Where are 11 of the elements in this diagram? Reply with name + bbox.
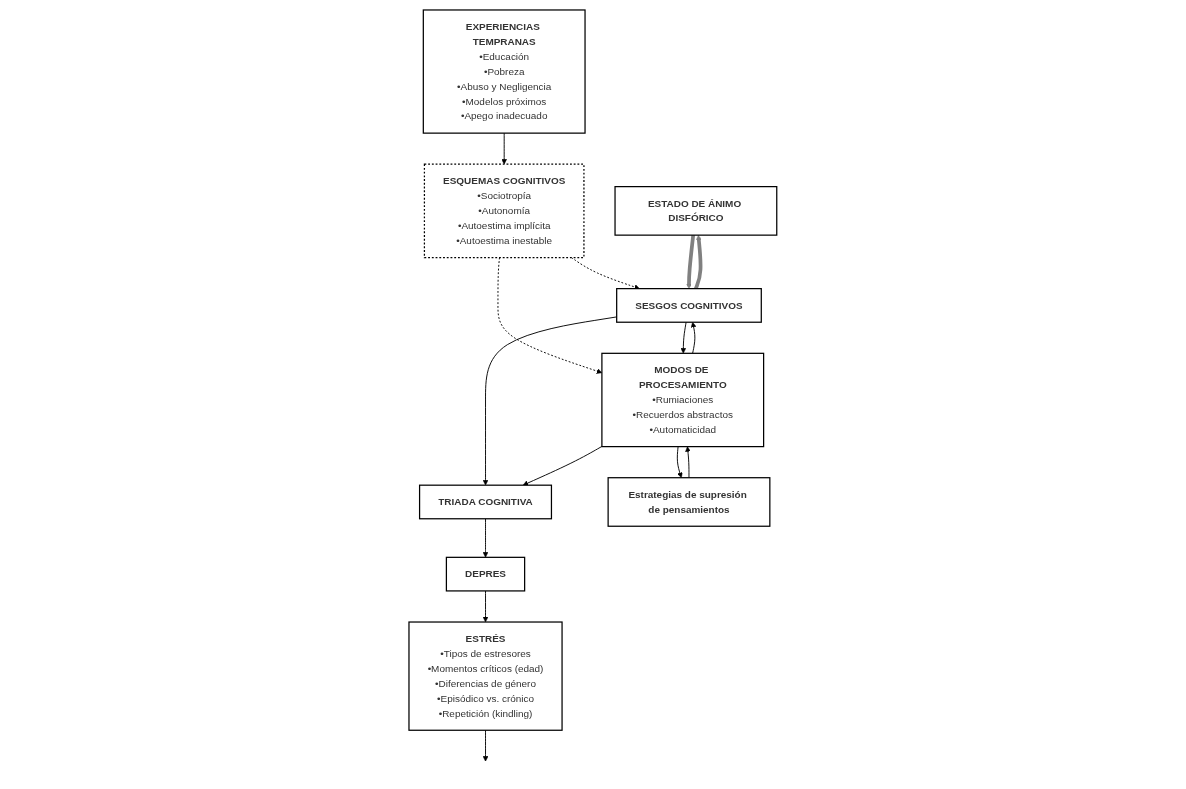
arrow (694, 234, 703, 289)
node-box: EXPERIENCIAS TEMPRANAS •Educación •Pobreza •Abuso y Negligencia •Modelos próximos •Apego inadecuado (422, 8, 586, 134)
node-box: ESQUEMAS COGNITIVOS •Sociotropía •Autonomía •Autoestima implícita •Autoestima inestable (423, 163, 585, 258)
arrow (686, 234, 696, 289)
node-box: SESGOS COGNITIVOS (616, 287, 763, 323)
node-box: ESTADO DE ÁNIMO DISFÓRICO (614, 185, 778, 236)
node-box: DEPRES (445, 556, 526, 592)
node-box: TRIADA COGNITIVA (419, 484, 553, 519)
node-box: MODOS DE PROCESAMIENTO •Rumiaciones •Recuerdos abstractos •Automaticidad (601, 352, 765, 447)
node-box: Estrategias de supresión de pensamientos (607, 476, 771, 527)
node-box: ESTRÉS •Tipos de estresores •Momentos críticos (edad) •Diferencias de género •Episódico vs. crónico •Repetición (kindling) (408, 620, 563, 731)
